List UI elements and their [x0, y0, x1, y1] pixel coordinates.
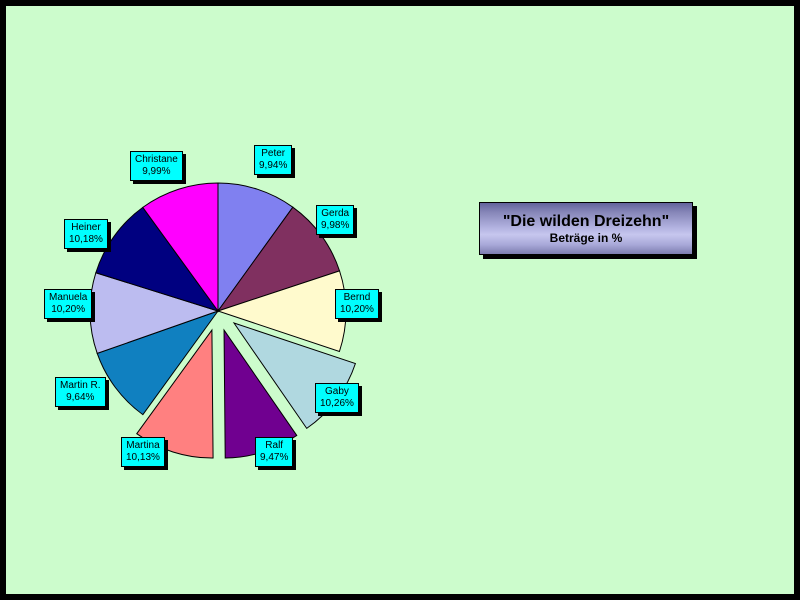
data-label-heiner[interactable]: Heiner 10,18%: [64, 219, 108, 249]
pie-slice-christane[interactable]: [142, 182, 219, 313]
pie-slice-heiner[interactable]: [95, 206, 220, 312]
data-label-ralf-name: Ralf: [265, 440, 284, 451]
pie-chart-svg: [89, 182, 357, 459]
data-label-christane-value: 9,99%: [142, 166, 171, 177]
data-label-manuela-value: 10,20%: [51, 304, 86, 315]
data-label-martina-value: 10,13%: [126, 452, 160, 463]
chart-title-main: "Die wilden Dreizehn": [502, 212, 670, 230]
chart-plot-area: Peter 9,94% Gerda 9,98% Bernd 10,20% Gab…: [6, 6, 794, 594]
data-label-gerda-name: Gerda: [321, 208, 350, 219]
data-label-martina-name: Martina: [126, 440, 160, 451]
data-label-ralf-value: 9,47%: [260, 452, 289, 463]
pie-slice-martin-r[interactable]: [96, 309, 220, 416]
data-label-gerda-value: 9,98%: [321, 220, 350, 231]
data-label-gaby-value: 10,26%: [320, 398, 354, 409]
pie-slice-peter[interactable]: [217, 182, 294, 313]
data-label-bernd-name: Bernd: [343, 292, 371, 303]
pie-slice-gerda[interactable]: [216, 206, 341, 312]
data-label-martin-r-name: Martin R.: [60, 380, 101, 391]
chart-title-plaque[interactable]: "Die wilden Dreizehn" Beträge in %: [479, 202, 693, 255]
pie-slice-martina[interactable]: [136, 328, 214, 459]
data-label-gaby[interactable]: Gaby 10,26%: [315, 383, 359, 413]
data-label-gerda[interactable]: Gerda 9,98%: [316, 205, 355, 235]
data-label-bernd[interactable]: Bernd 10,20%: [335, 289, 379, 319]
data-label-martina[interactable]: Martina 10,13%: [121, 437, 165, 467]
data-label-peter-name: Peter: [261, 148, 286, 159]
data-label-ralf[interactable]: Ralf 9,47%: [255, 437, 294, 467]
data-label-christane[interactable]: Christane 9,99%: [130, 151, 183, 181]
data-label-manuela-name: Manuela: [49, 292, 88, 303]
data-label-peter[interactable]: Peter 9,94%: [254, 145, 293, 175]
data-label-bernd-value: 10,20%: [340, 304, 374, 315]
data-label-heiner-value: 10,18%: [69, 234, 103, 245]
chart-title-sub: Beträge in %: [549, 230, 623, 245]
data-label-christane-name: Christane: [135, 154, 178, 165]
data-label-manuela[interactable]: Manuela 10,20%: [44, 289, 93, 319]
data-label-martin-r[interactable]: Martin R. 9,64%: [55, 377, 106, 407]
data-label-peter-value: 9,94%: [259, 160, 288, 171]
data-label-gaby-name: Gaby: [325, 386, 349, 397]
data-label-martin-r-value: 9,64%: [66, 392, 95, 403]
data-label-heiner-name: Heiner: [71, 222, 101, 233]
